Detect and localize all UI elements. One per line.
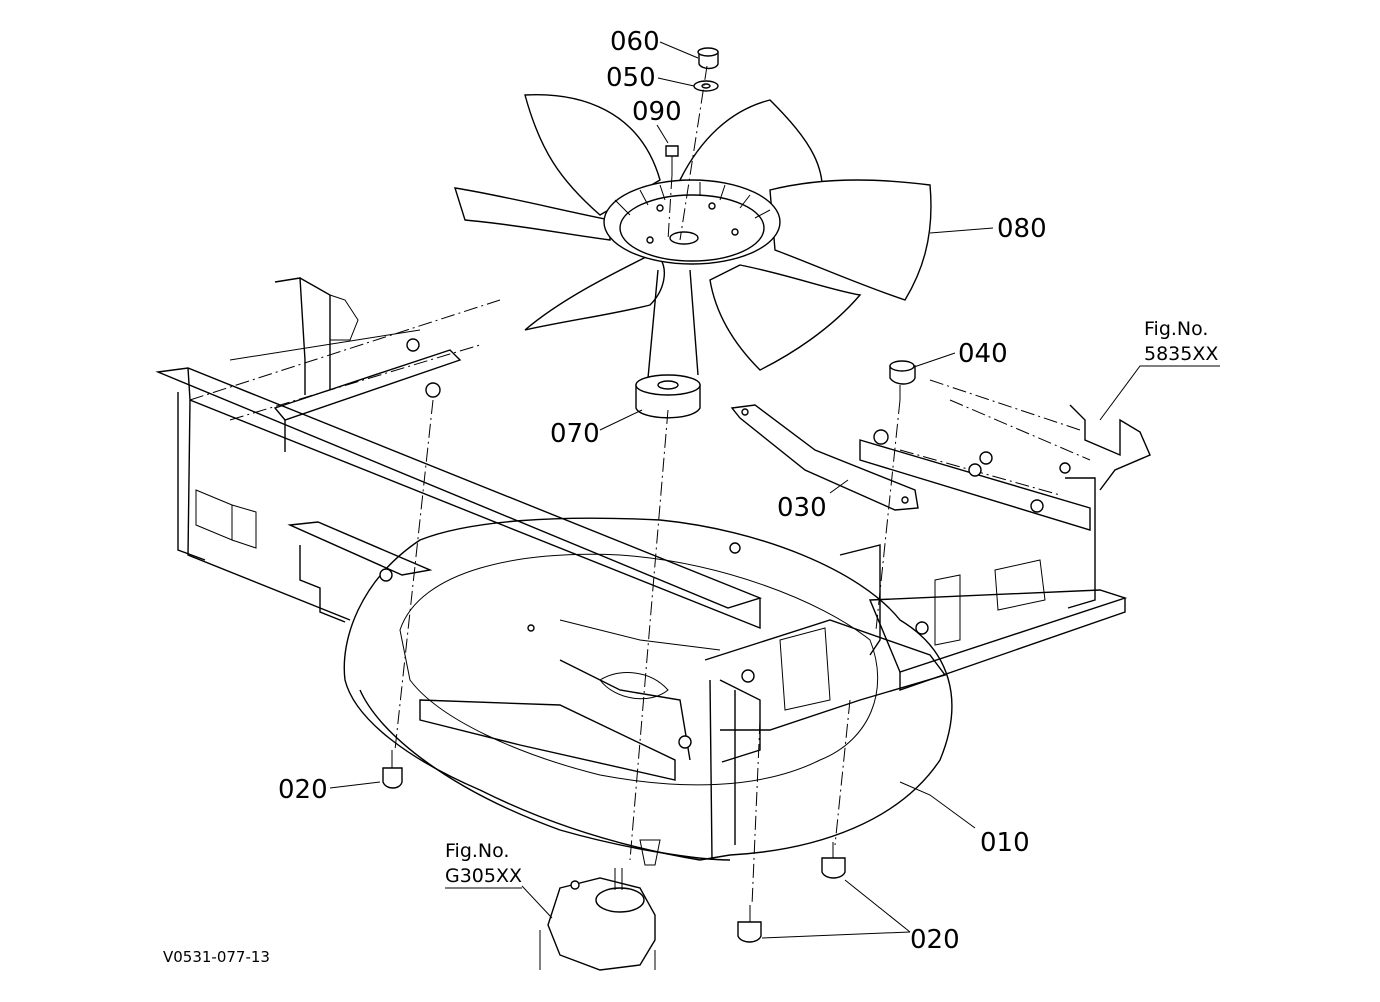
washer-050 (693, 80, 719, 92)
nut-060 (697, 47, 719, 70)
fan-shroud (343, 517, 953, 866)
callout-070: 070 (550, 419, 600, 449)
fan-blades (453, 93, 932, 371)
bolt-090 (665, 145, 679, 175)
bolt-020-right (821, 842, 846, 879)
callout-050: 050 (606, 63, 656, 93)
drawing-code: V0531-077-13 (163, 948, 270, 966)
leader-lines (329, 41, 1220, 939)
callout-030: 030 (777, 493, 827, 523)
bolt-020-left (382, 750, 403, 789)
fig-ref-right-number: 5835XX (1144, 343, 1218, 365)
callout-080: 080 (997, 214, 1047, 244)
callout-020-bottom: 020 (910, 925, 960, 955)
fan-spacer (635, 269, 701, 419)
alignment-axes (394, 65, 901, 906)
fan-bracket (730, 404, 919, 511)
right-frame-rail (859, 379, 1151, 691)
left-frame-rail (155, 277, 763, 630)
bolt-040 (889, 360, 916, 400)
callout-020-left: 020 (278, 775, 328, 805)
hydraulic-pump (539, 868, 656, 971)
callout-010: 010 (980, 828, 1030, 858)
fig-ref-right-label: Fig.No. (1144, 318, 1208, 340)
bolt-020-bottom (737, 905, 762, 943)
callout-090: 090 (632, 97, 682, 127)
fig-ref-bottom-label: Fig.No. (445, 840, 509, 862)
callout-040: 040 (958, 339, 1008, 369)
fig-ref-bottom-number: G305XX (445, 865, 522, 887)
callout-060: 060 (610, 27, 660, 57)
